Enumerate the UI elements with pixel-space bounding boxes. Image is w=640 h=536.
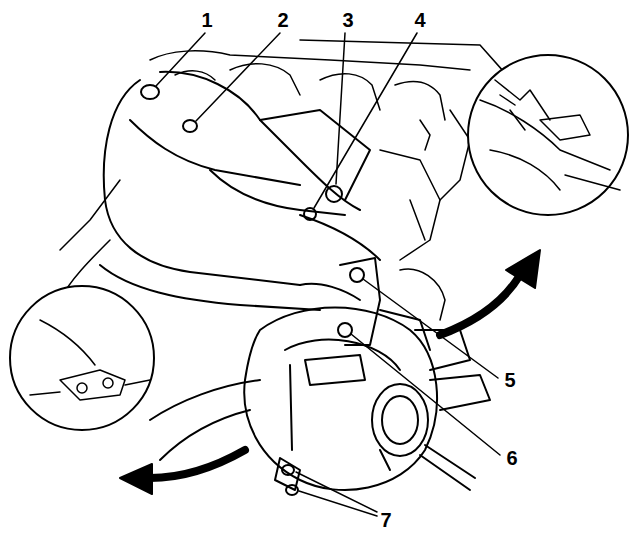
detail-inset <box>468 55 628 215</box>
callout-number: 4 <box>414 10 425 30</box>
callout-number: 7 <box>380 510 391 530</box>
callout-number: 2 <box>277 10 288 30</box>
callout-number: 6 <box>506 448 517 468</box>
exhaust-manifold <box>100 72 380 310</box>
callout-number: 1 <box>201 10 212 30</box>
detail-inset <box>10 286 154 430</box>
callout-number: 3 <box>342 10 353 30</box>
leader-line <box>156 33 500 516</box>
view-arrow <box>120 250 540 494</box>
callout-number: 5 <box>504 370 515 390</box>
engine-block <box>60 40 520 320</box>
bracket <box>338 258 380 345</box>
